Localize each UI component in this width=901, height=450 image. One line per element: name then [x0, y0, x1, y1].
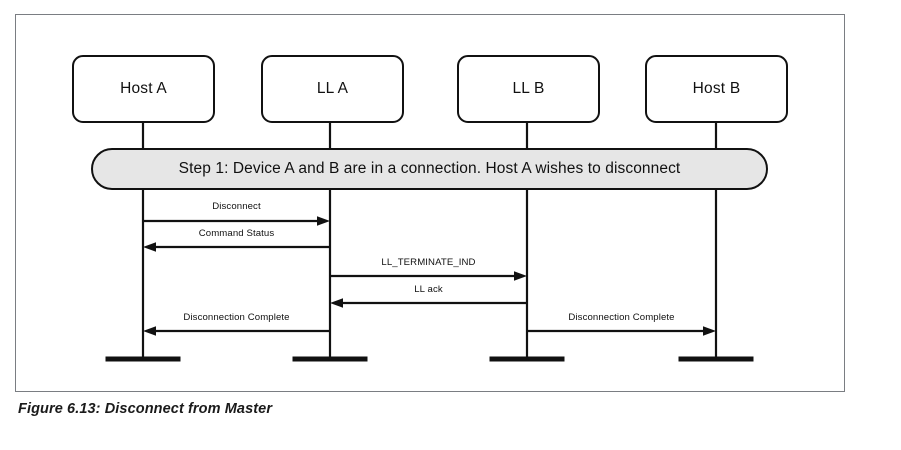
- message-arrow-disconnection-complete-a: [143, 326, 330, 336]
- arrow-layer: [143, 216, 716, 336]
- arrow-head-disconnection-complete-a: [143, 326, 156, 336]
- message-label-disconnection-complete-b: Disconnection Complete: [568, 312, 675, 323]
- lifeline-head-ll-b[interactable]: LL B: [457, 55, 600, 123]
- message-arrow-disconnect: [143, 216, 330, 226]
- message-label-command-status: Command Status: [198, 228, 275, 239]
- message-label-ll-terminate-ind: LL_TERMINATE_IND: [381, 257, 476, 268]
- figure-caption: Figure 6.13: Disconnect from Master: [18, 401, 273, 417]
- lifeline-head-ll-a[interactable]: LL A: [261, 55, 404, 123]
- message-arrow-ll-terminate-ind: [330, 271, 527, 281]
- message-label-ll-ack: LL ack: [414, 284, 443, 295]
- arrow-head-command-status: [143, 242, 156, 252]
- message-arrow-ll-ack: [330, 298, 527, 308]
- lifeline-label-ll-b: LL B: [512, 80, 545, 97]
- lifeline-label-ll-a: LL A: [316, 80, 349, 97]
- step-banner: Step 1: Device A and B are in a connecti…: [91, 148, 768, 190]
- message-arrow-disconnection-complete-b: [527, 326, 716, 336]
- message-arrow-command-status: [143, 242, 330, 252]
- lifeline-head-host-a[interactable]: Host A: [72, 55, 215, 123]
- message-label-disconnect: Disconnect: [212, 201, 261, 212]
- step-banner-label: Step 1: Device A and B are in a connecti…: [178, 160, 681, 177]
- message-label-disconnection-complete-a: Disconnection Complete: [183, 312, 290, 323]
- arrow-head-ll-ack: [330, 298, 343, 308]
- arrow-head-disconnection-complete-b: [703, 326, 716, 336]
- lifeline-label-host-a: Host A: [120, 80, 167, 97]
- arrow-head-disconnect: [317, 216, 330, 226]
- lifeline-head-host-b[interactable]: Host B: [645, 55, 788, 123]
- lifeline-label-host-b: Host B: [692, 80, 741, 97]
- arrow-head-ll-terminate-ind: [514, 271, 527, 281]
